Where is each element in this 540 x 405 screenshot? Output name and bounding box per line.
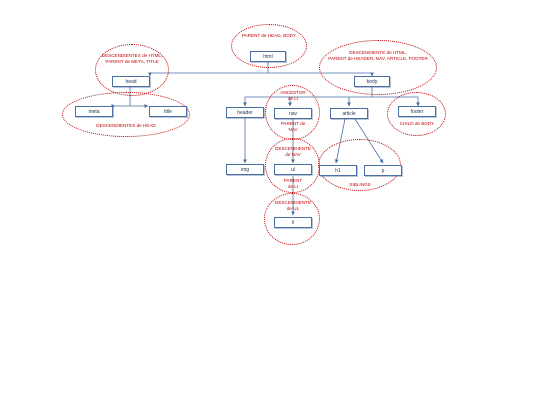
label-descendiente-nav: DESCENDIENTE de NAV bbox=[275, 146, 311, 157]
label-descendientes-de-head: DESCENDIENTES de HEAD bbox=[96, 123, 156, 128]
label-descendiente-ul: DESCENDIENTE de UL bbox=[275, 200, 311, 211]
node-li: li bbox=[274, 217, 312, 228]
node-body: body bbox=[354, 76, 390, 87]
node-title: title bbox=[149, 106, 187, 117]
annotation-ellipse-head-children bbox=[62, 92, 190, 137]
label-descendiente-html-body: DESCENDIENTE de HTML, PARENT de HEADER, … bbox=[328, 50, 428, 61]
node-nav: nav bbox=[274, 108, 312, 119]
label-siblings: SIBLINGS bbox=[349, 182, 371, 187]
node-ul: ul bbox=[274, 164, 312, 175]
label-parent-nav: PARENT de NAV bbox=[280, 121, 306, 132]
node-header: header bbox=[226, 107, 264, 118]
annotation-ellipse-footer bbox=[387, 92, 446, 136]
label-child-body: CHILD de BODY bbox=[399, 121, 435, 126]
annotation-ellipse-head bbox=[95, 44, 169, 96]
label-descendientes-html-head: DESCENDIENTES de HTML, PARENT de META, T… bbox=[101, 53, 163, 64]
node-img: img bbox=[226, 164, 264, 175]
node-footer: footer bbox=[398, 106, 436, 117]
node-p: p bbox=[364, 165, 402, 176]
annotation-ellipse-body bbox=[319, 40, 437, 95]
label-ancestor-li: ANCESTOR de LI bbox=[280, 90, 306, 101]
annotation-ellipse-li bbox=[264, 193, 320, 245]
node-meta: meta bbox=[75, 106, 113, 117]
label-parent-head-body: PARENT de HEAD, BODY bbox=[241, 33, 297, 38]
node-head: head bbox=[112, 76, 150, 87]
label-parent-li: PARENT de LI bbox=[283, 178, 303, 189]
node-h1: h1 bbox=[319, 165, 357, 176]
node-article: article bbox=[330, 108, 368, 119]
annotation-ellipse-html bbox=[231, 24, 307, 68]
node-html: html bbox=[250, 51, 286, 62]
